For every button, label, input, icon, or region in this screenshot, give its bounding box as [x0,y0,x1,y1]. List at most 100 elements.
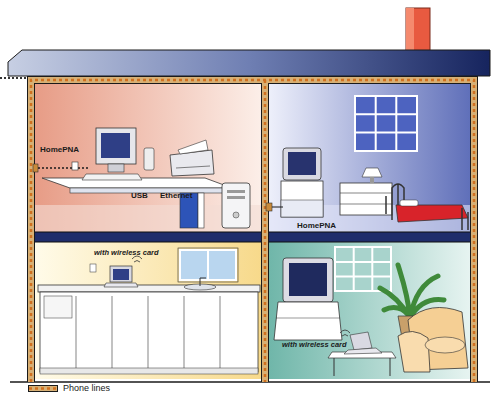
dresser [340,204,392,205]
device-label: HomePNA [297,222,336,231]
bedroom-tv [266,203,272,211]
port-label: Ethernet [160,192,192,201]
bedroom-window [355,96,417,151]
dresser [340,183,392,215]
floor-slab [30,232,476,242]
phone-line-wiring [31,80,474,382]
desktop-computer [144,148,154,170]
office-jack-cable [38,167,88,169]
office-jack-cable [72,162,78,170]
kitchen-counter [40,368,258,374]
side-table-laptop [340,330,350,336]
bed [386,184,468,230]
phone-line-wiring [31,80,474,382]
side-table-laptop [350,332,372,350]
dresser [340,193,392,194]
computer-desk [42,178,232,228]
desktop-computer [96,128,136,164]
kitchen-window [180,250,236,280]
kitchen-counter [44,296,72,318]
phone-line-wiring [31,80,474,382]
bedroom-window [355,96,417,151]
bedroom-tv [288,152,316,175]
kitchen-counter [38,285,260,292]
computer-desk [198,193,204,228]
side-table-laptop [334,358,390,376]
printer [170,140,214,176]
side-table-laptop [328,330,396,376]
room-walls [268,242,471,379]
dresser [370,177,374,183]
port-label: USB [131,192,148,201]
living-tv [274,302,342,340]
roof [8,50,490,76]
living-tv [274,258,342,340]
room-walls [268,84,471,232]
armchair [425,337,465,353]
desktop-computer [108,164,124,172]
outside-phone-line [0,78,30,79]
computer-desk [70,188,232,193]
bed [396,205,468,222]
bedroom-window [355,96,417,151]
bedroom-tv [281,200,323,217]
armchair [398,308,468,373]
tower-pc [227,190,245,193]
kitchen-laptop [104,256,142,287]
room-walls [35,84,263,232]
side-table-laptop [344,348,382,354]
dresser [340,168,392,215]
bed [400,200,418,206]
roof [406,8,430,52]
kitchen-window [178,248,238,282]
printer [176,166,210,168]
bed [462,208,468,230]
printer [178,140,208,154]
dresser [362,168,382,177]
outside-phone-line [0,77,30,79]
living-window [335,247,391,291]
living-window [335,247,391,291]
kitchen-counter [40,292,258,372]
office-jack-cable [33,162,88,172]
living-tv [276,318,340,319]
floor-slab [10,381,490,383]
tower-pc [233,212,239,218]
kitchen-counter [90,264,96,272]
bedroom-tv [266,148,323,217]
device-label: HomePNA [40,146,79,155]
roof [406,8,414,52]
kitchen-laptop [110,266,132,282]
legend-entry: Phone lines [28,383,110,393]
roof [8,8,490,76]
bedroom-tv [272,207,283,208]
kitchen-window [178,248,238,282]
kitchen-counter [76,296,220,368]
living-tv [289,263,327,296]
tower-pc [222,183,250,228]
desktop-computer [82,174,142,180]
kitchen-laptop [104,283,138,287]
office-jack-cable [33,164,38,172]
legend-text: Phone lines [63,383,110,393]
kitchen-counter [38,264,260,374]
tower-pc [227,196,245,199]
armchair [398,331,430,372]
kitchen-laptop [113,269,129,280]
bedroom-tv [283,148,321,180]
device-note: with wireless card [282,341,347,349]
legend-swatch [28,384,58,393]
living-tv [283,258,333,302]
kitchen-window [207,250,209,280]
printer [170,150,214,176]
legend-swatch-pattern [29,387,57,390]
living-window [335,247,391,291]
phone-line-wiring [31,80,474,382]
legend-swatch-fill [29,385,58,391]
tower-pc [222,183,250,228]
bedroom-tv [281,181,323,217]
desktop-computer [82,128,154,180]
kitchen-counter [200,278,206,286]
